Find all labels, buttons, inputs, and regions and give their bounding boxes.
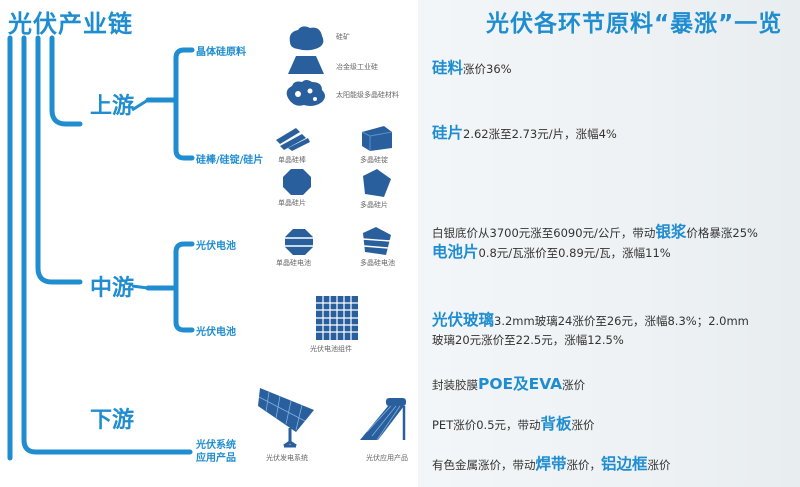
left-title: 光伏产业链 xyxy=(8,10,133,38)
price-silicon: 硅料涨价36% xyxy=(432,59,512,77)
keyword-silicon: 硅料 xyxy=(432,59,464,77)
price-glass: 光伏玻璃3.2mm玻璃24涨价至26元，涨幅8.3%；2.0mm xyxy=(432,311,749,329)
price-pet: PET涨价0.5元，带动背板涨价 xyxy=(432,415,595,433)
pv-module-icon xyxy=(316,296,358,340)
caption-mono-rod: 单晶硅棒 xyxy=(278,156,306,164)
caption-mono-cell: 单晶硅电池 xyxy=(276,259,311,267)
mono-cell-icon xyxy=(285,229,313,255)
price-cell: 电池片0.8元/瓦涨价至0.89元/瓦，涨幅11% xyxy=(432,243,671,261)
keyword-poe-eva: POE及EVA xyxy=(478,375,563,393)
keyword-silver-paste: 银浆 xyxy=(655,223,687,241)
price-film: 封装胶膜POE及EVA涨价 xyxy=(432,375,586,393)
multi-wafer-icon xyxy=(363,169,391,197)
pv-power-system-icon xyxy=(258,388,314,448)
caption-pv-power-system: 光伏发电系统 xyxy=(266,454,308,462)
caption-pv-app-product: 光伏应用产品 xyxy=(366,454,408,462)
keyword-ribbon: 焊带 xyxy=(535,455,567,473)
multi-cell-icon xyxy=(362,227,391,255)
caption-solar-polysilicon: 太阳能级多晶硅材料 xyxy=(336,91,399,99)
trunk-midstream xyxy=(35,35,83,285)
keyword-cell: 电池片 xyxy=(432,243,479,261)
caption-mono-wafer: 单晶硅片 xyxy=(278,199,306,207)
multi-ingot-icon xyxy=(361,126,393,151)
keyword-wafer: 硅片 xyxy=(432,124,464,142)
caption-multi-wafer: 多晶硅片 xyxy=(360,201,388,209)
pv-app-product-icon xyxy=(360,398,406,441)
right-title: 光伏各环节原料“暴涨”一览 xyxy=(486,11,783,37)
caption-silicon-ore: 硅矿 xyxy=(336,33,350,41)
trunk-downstream xyxy=(21,35,193,455)
mono-rod-icon xyxy=(276,128,310,151)
price-glass-line2: 玻璃20元涨价至22.5元，涨幅12.5% xyxy=(432,333,624,347)
caption-pv-module: 光伏电池组件 xyxy=(310,345,352,353)
branch-cell-2: 光伏电池 xyxy=(196,327,236,338)
price-panel xyxy=(418,0,800,487)
stage-midstream: 中游 xyxy=(90,276,135,301)
diagram-panel xyxy=(0,0,418,487)
branch-ingot-wafer: 硅棒/硅锭/硅片 xyxy=(196,155,264,166)
price-metal: 有色金属涨价，带动焊带涨价，铝边框涨价 xyxy=(432,455,671,473)
price-silver: 白银底价从3700元涨至6090元/公斤，带动银浆价格暴涨25% xyxy=(432,223,758,241)
keyword-glass: 光伏玻璃 xyxy=(432,311,495,329)
branch-system-line1: 光伏系统 xyxy=(196,440,236,451)
caption-multi-cell: 多晶硅电池 xyxy=(360,259,395,267)
polysilicon-icon xyxy=(286,80,325,106)
caption-metallurgical-chain: 冶金级工业硅 xyxy=(336,63,378,71)
metallurgical-silicon-icon xyxy=(288,56,324,74)
caption-multi-ingot: 多晶硅锭 xyxy=(360,156,388,164)
branch-polysilicon: 晶体硅原料 xyxy=(196,47,246,58)
mono-wafer-icon xyxy=(283,169,311,195)
stage-downstream: 下游 xyxy=(90,408,135,433)
keyword-aluminum-frame: 铝边框 xyxy=(601,455,648,473)
price-wafer: 硅片2.62涨至2.73元/片，涨幅4% xyxy=(432,124,617,142)
trunk-upstream xyxy=(49,35,83,127)
branch-cell-1: 光伏电池 xyxy=(196,241,236,252)
stage-upstream: 上游 xyxy=(90,94,135,119)
silicon-ore-icon xyxy=(289,26,324,51)
branch-system-line2: 应用产品 xyxy=(196,453,236,464)
keyword-backsheet: 背板 xyxy=(540,415,572,433)
